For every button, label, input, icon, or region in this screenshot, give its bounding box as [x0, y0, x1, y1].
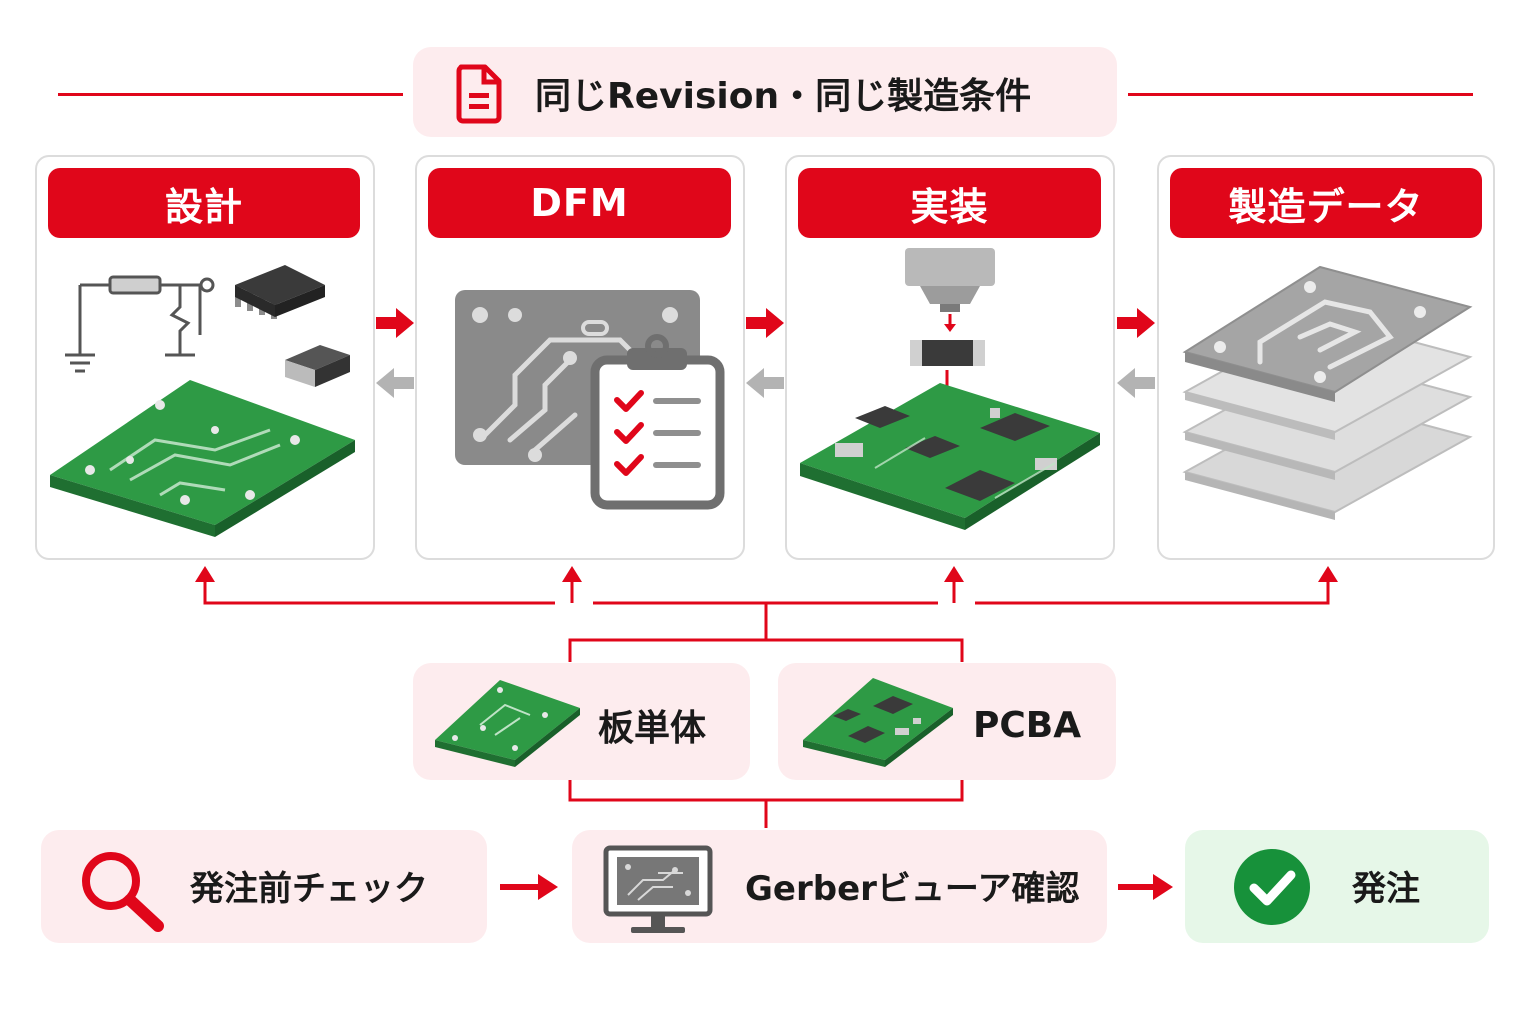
arrow-forward-3	[1117, 308, 1155, 338]
layer-stack-icon	[1182, 265, 1473, 520]
bare-board-icon	[435, 680, 580, 767]
flow-gerber-viewer-label: Gerberビューア確認	[745, 868, 1080, 909]
banner-line-right	[1128, 93, 1473, 96]
search-icon	[82, 852, 164, 932]
arrow-forward-2	[746, 308, 784, 338]
arrow-back-1	[376, 368, 414, 398]
arrow-forward-1	[376, 308, 414, 338]
variant-pcba-label: PCBA	[973, 704, 1082, 746]
step-title-assembly: 実装	[798, 168, 1101, 238]
flow-precheck-label: 発注前チェック	[190, 868, 428, 909]
document-icon	[456, 64, 502, 124]
step-title-manufacturing-data: 製造データ	[1170, 168, 1482, 238]
check-circle-icon	[1234, 849, 1310, 925]
flow-order-label: 発注	[1352, 868, 1420, 909]
flow-order	[1185, 830, 1489, 943]
assembled-board-icon	[803, 678, 953, 767]
dfm-checklist-icon	[455, 290, 725, 510]
arrow-flow-1	[500, 874, 558, 900]
variant-bare-board-label: 板単体	[598, 708, 707, 749]
banner	[413, 47, 1117, 137]
arrow-back-3	[1117, 368, 1155, 398]
schematic-pcb-icon	[50, 265, 355, 537]
banner-title: 同じRevision・同じ製造条件	[535, 76, 1032, 117]
arrow-flow-2	[1118, 874, 1173, 900]
flow-precheck	[41, 830, 487, 943]
pick-and-place-icon	[800, 248, 1100, 530]
step-title-design: 設計	[48, 168, 360, 238]
step-title-dfm: DFM	[428, 168, 731, 238]
banner-line-left	[58, 93, 403, 96]
monitor-icon	[603, 845, 713, 933]
arrow-back-2	[746, 368, 784, 398]
